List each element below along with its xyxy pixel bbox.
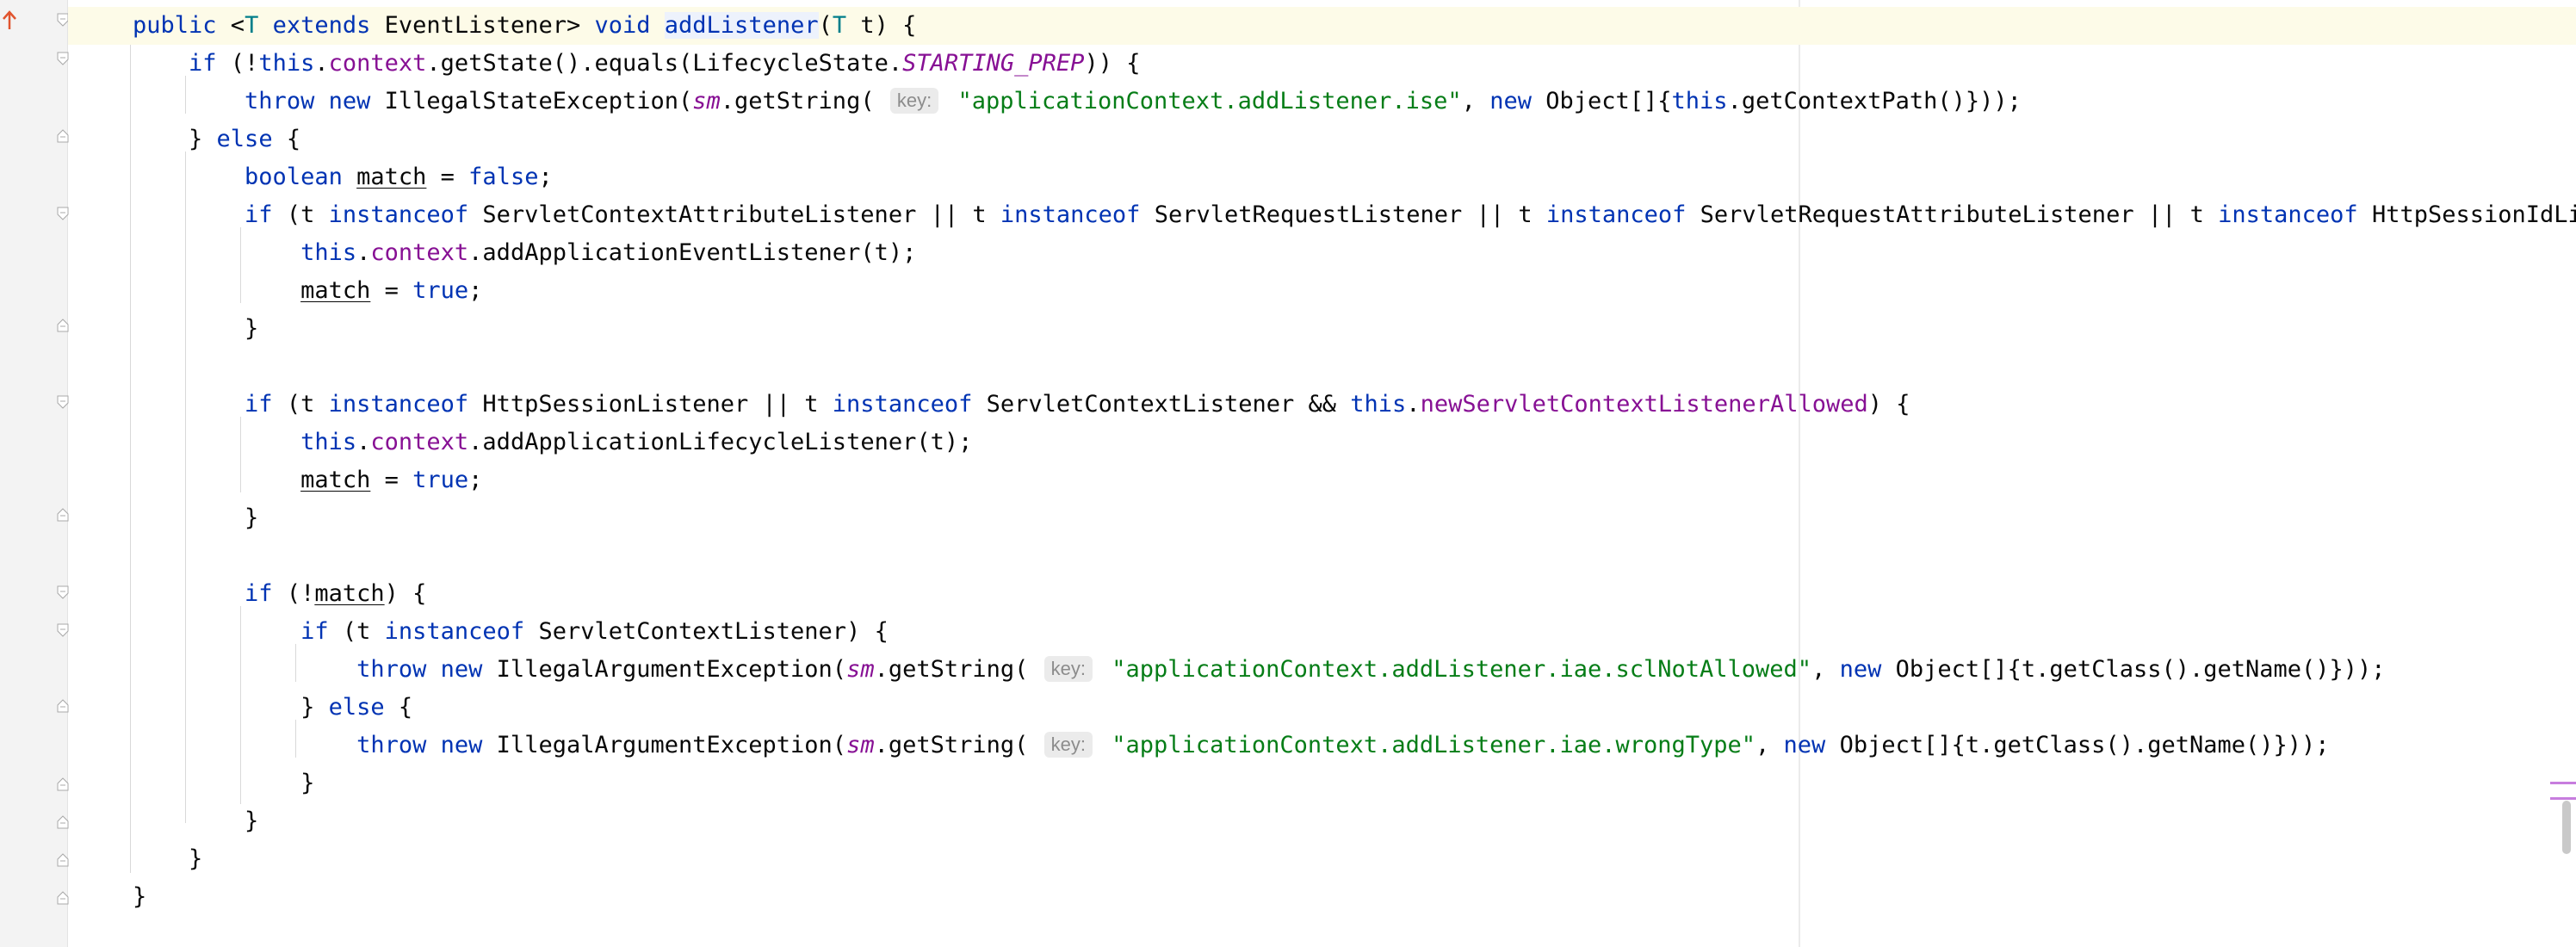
code-line[interactable] (68, 537, 2576, 575)
code-line-text: boolean match = false; (245, 164, 553, 190)
fold-icon[interactable] (57, 585, 69, 599)
fold-icon[interactable] (57, 508, 69, 522)
fold-icon[interactable] (57, 623, 69, 637)
scrollbar-markers[interactable] (2550, 775, 2576, 818)
code-line[interactable]: throw new IllegalStateException(sm.getSt… (68, 83, 2576, 121)
code-line-text: this.context.addApplicationLifecycleList… (300, 429, 973, 455)
gutter (0, 0, 69, 947)
code-line[interactable]: boolean match = false; (68, 158, 2576, 196)
fold-icon[interactable] (57, 207, 69, 220)
code-line[interactable]: this.context.addApplicationLifecycleList… (68, 424, 2576, 461)
code-line[interactable]: public <T extends EventListener> void ad… (68, 7, 2576, 45)
code-line[interactable]: } else { (68, 689, 2576, 727)
right-margin-guide (1799, 0, 1800, 947)
fold-icon[interactable] (57, 395, 69, 409)
code-line-text: match = true; (300, 467, 483, 493)
code-line[interactable]: if (!this.context.getState().equals(Life… (68, 45, 2576, 83)
scrollbar-thumb[interactable] (2562, 801, 2571, 854)
fold-icon[interactable] (57, 699, 69, 713)
code-line-text: } (133, 883, 147, 910)
code-line-text: if (!this.context.getState().equals(Life… (189, 50, 1141, 77)
code-line-text: if (t instanceof ServletContextAttribute… (245, 201, 2576, 228)
fold-icon[interactable] (57, 129, 69, 143)
fold-icon[interactable] (57, 13, 69, 27)
code-line[interactable]: } (68, 499, 2576, 537)
code-line[interactable]: if (t instanceof ServletContextListener)… (68, 613, 2576, 651)
code-line[interactable]: throw new IllegalArgumentException(sm.ge… (68, 727, 2576, 764)
fold-icon[interactable] (57, 319, 69, 332)
code-line-text: public <T extends EventListener> void ad… (133, 12, 917, 39)
fold-icon[interactable] (57, 815, 69, 829)
indent-guide (185, 76, 186, 114)
indent-guide (185, 152, 186, 823)
code-line-text: match = true; (300, 277, 483, 304)
parameter-hint: key: (889, 88, 939, 114)
code-line-text: if (t instanceof ServletContextListener)… (300, 618, 889, 645)
code-line[interactable]: } (68, 310, 2576, 348)
code-line-text: if (!match) { (245, 580, 427, 607)
override-arrow-icon[interactable] (0, 9, 19, 31)
fold-icon[interactable] (57, 853, 69, 867)
parameter-hint: key: (1043, 656, 1093, 682)
code-line[interactable]: match = true; (68, 272, 2576, 310)
indent-guide (240, 227, 241, 303)
code-line-text: this.context.addApplicationEventListener… (300, 239, 917, 266)
indent-guide (240, 606, 241, 804)
indent-guide (295, 720, 296, 758)
code-line[interactable]: match = true; (68, 461, 2576, 499)
code-line-text: } (133, 770, 315, 796)
indent-guide (240, 417, 241, 492)
code-line[interactable]: if (!match) { (68, 575, 2576, 613)
code-line[interactable] (68, 348, 2576, 386)
parameter-hint: key: (1043, 732, 1093, 758)
code-line[interactable]: this.context.addApplicationEventListener… (68, 234, 2576, 272)
code-line-text: throw new IllegalArgumentException(sm.ge… (356, 656, 2386, 683)
code-line-text: if (t instanceof HttpSessionListener || … (245, 391, 1910, 418)
code-line[interactable]: } else { (68, 121, 2576, 158)
fold-icon[interactable] (57, 891, 69, 905)
code-line[interactable]: if (t instanceof ServletContextAttribute… (68, 196, 2576, 234)
code-line-text: } else { (133, 694, 413, 721)
fold-icon[interactable] (57, 52, 69, 65)
indent-guide (295, 644, 296, 682)
code-line[interactable]: } (68, 802, 2576, 840)
code-line[interactable]: } (68, 840, 2576, 878)
code-line-text: } (133, 315, 259, 342)
code-line[interactable]: if (t instanceof HttpSessionListener || … (68, 386, 2576, 424)
code-line[interactable]: } (68, 764, 2576, 802)
code-line-text: } (133, 504, 259, 531)
code-line-text: } (133, 808, 259, 834)
indent-guide (130, 38, 131, 873)
code-line-text: } else { (133, 126, 301, 152)
code-line[interactable]: throw new IllegalArgumentException(sm.ge… (68, 651, 2576, 689)
code-editor[interactable]: public <T extends EventListener> void ad… (68, 0, 2576, 947)
code-line-text: } (133, 845, 203, 872)
fold-icon[interactable] (57, 777, 69, 791)
code-line-text: throw new IllegalStateException(sm.getSt… (245, 88, 2022, 115)
code-line[interactable]: } (68, 878, 2576, 916)
code-line-text: throw new IllegalArgumentException(sm.ge… (356, 732, 2330, 758)
